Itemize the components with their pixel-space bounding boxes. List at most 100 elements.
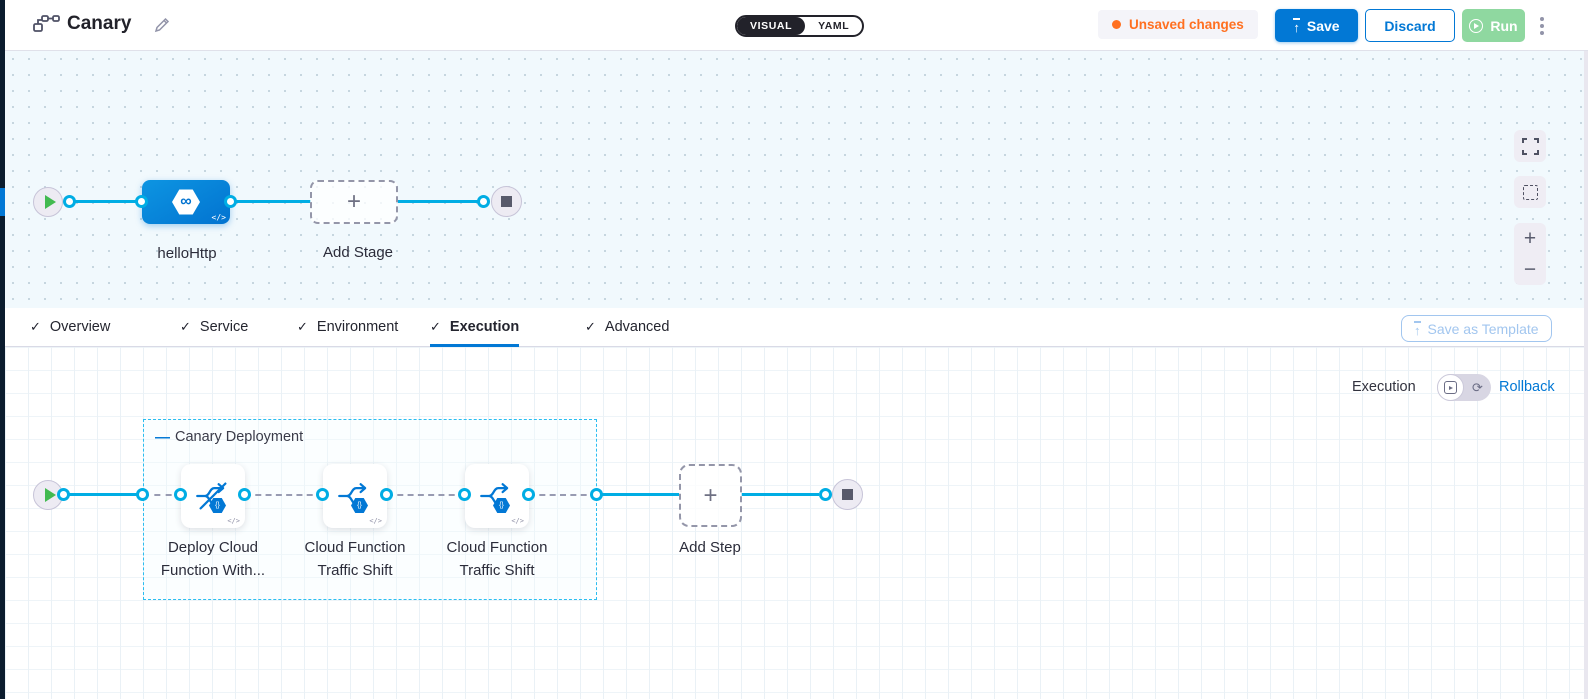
step-node-deploy-cloud-function[interactable]: {} </> xyxy=(181,464,245,528)
left-rail xyxy=(0,0,5,699)
wire-dashed xyxy=(529,494,597,496)
port[interactable] xyxy=(316,488,329,501)
stage-node-hellohttp[interactable]: ∞ </> xyxy=(142,180,230,224)
marquee-icon xyxy=(1522,184,1538,200)
execution-start-node[interactable] xyxy=(33,480,63,510)
code-icon: </> xyxy=(369,517,382,525)
tab-environment[interactable]: ✓ Environment xyxy=(297,319,399,335)
stop-icon xyxy=(501,196,512,207)
wire xyxy=(64,493,144,496)
play-icon xyxy=(44,488,56,502)
tab-service[interactable]: ✓ Service xyxy=(180,319,249,335)
stage-graph-canvas[interactable]: ∞ </> helloHttp + Add Stage + − xyxy=(5,51,1584,308)
template-badge-icon: {} xyxy=(351,498,368,513)
left-rail-active-indicator xyxy=(0,188,5,216)
zoom-out-button[interactable]: − xyxy=(1523,258,1537,281)
tab-advanced[interactable]: ✓ Advanced xyxy=(585,319,670,335)
discard-button[interactable]: Discard xyxy=(1365,9,1455,42)
execution-mode-label: Execution xyxy=(1352,379,1416,395)
toggle-visual[interactable]: VISUAL xyxy=(737,17,806,35)
step-node-traffic-shift-2[interactable]: {} </> xyxy=(465,464,529,528)
more-options-kebab-icon[interactable] xyxy=(1533,15,1551,37)
port[interactable] xyxy=(458,488,471,501)
wire xyxy=(231,200,311,203)
stage-label: helloHttp xyxy=(157,245,217,262)
port[interactable] xyxy=(590,488,603,501)
port[interactable] xyxy=(174,488,187,501)
deploy-stage-icon: ∞ xyxy=(172,189,200,215)
pipeline-title: Canary xyxy=(67,13,132,34)
wire-dashed xyxy=(245,494,323,496)
save-button[interactable]: ↑ Save xyxy=(1275,9,1358,42)
port[interactable] xyxy=(135,195,148,208)
zoom-in-button[interactable]: + xyxy=(1523,227,1537,250)
check-icon: ✓ xyxy=(30,319,41,334)
execution-graph-canvas[interactable]: Execution ⟳ Rollback — Canary Deployment xyxy=(5,347,1584,699)
vertical-scrollbar[interactable] xyxy=(1584,51,1588,699)
zoom-controls: + − xyxy=(1514,223,1546,285)
check-icon: ✓ xyxy=(297,319,308,334)
fullscreen-button[interactable] xyxy=(1514,130,1546,162)
unsaved-dot-icon xyxy=(1112,20,1121,29)
pipeline-end-node[interactable] xyxy=(491,186,522,217)
add-step-label: Add Step xyxy=(679,539,741,556)
stage-tabs-bar: ✓ Overview ✓ Service ✓ Environment ✓ Exe… xyxy=(5,308,1584,347)
port[interactable] xyxy=(522,488,535,501)
wire xyxy=(69,200,143,203)
wire xyxy=(741,493,819,496)
wire-dashed xyxy=(387,494,465,496)
execution-view-icon[interactable] xyxy=(1437,374,1464,401)
step-label: Cloud Function Traffic Shift xyxy=(446,539,548,579)
rollback-view-icon[interactable]: ⟳ xyxy=(1472,380,1483,395)
template-badge-icon: {} xyxy=(209,498,226,513)
stop-icon xyxy=(842,489,853,500)
marquee-select-button[interactable] xyxy=(1514,176,1546,208)
add-stage-button[interactable]: + xyxy=(310,180,398,224)
check-icon: ✓ xyxy=(585,319,596,334)
unsaved-changes-badge: Unsaved changes xyxy=(1098,10,1258,39)
check-icon: ✓ xyxy=(180,319,191,334)
collapse-group-icon[interactable]: — xyxy=(155,428,170,446)
plus-icon: + xyxy=(346,188,361,215)
run-button[interactable]: Run xyxy=(1462,9,1525,42)
step-label: Deploy Cloud Function With... xyxy=(160,539,266,579)
header: Canary VISUAL YAML Unsaved changes ↑ Sav… xyxy=(5,0,1588,51)
group-label: — Canary Deployment xyxy=(155,428,304,446)
port[interactable] xyxy=(477,195,490,208)
visual-yaml-toggle[interactable]: VISUAL YAML xyxy=(735,15,865,37)
template-badge-icon: {} xyxy=(493,498,510,513)
execution-rollback-toggle[interactable]: ⟳ xyxy=(1437,374,1491,401)
port[interactable] xyxy=(819,488,832,501)
run-play-icon xyxy=(1469,18,1484,33)
wire xyxy=(597,493,679,496)
wire xyxy=(397,200,482,203)
port[interactable] xyxy=(238,488,251,501)
edit-pencil-icon[interactable] xyxy=(153,16,171,39)
toggle-yaml[interactable]: YAML xyxy=(818,20,850,32)
tab-execution[interactable]: ✓ Execution xyxy=(430,308,520,347)
pipeline-start-node[interactable] xyxy=(33,187,63,217)
port[interactable] xyxy=(63,195,76,208)
port[interactable] xyxy=(380,488,393,501)
save-upload-icon: ↑ xyxy=(1293,17,1300,35)
fullscreen-icon xyxy=(1521,137,1539,155)
plus-icon: + xyxy=(703,481,718,509)
tab-overview[interactable]: ✓ Overview xyxy=(30,319,111,335)
port[interactable] xyxy=(224,195,237,208)
pipeline-icon xyxy=(32,14,60,43)
add-stage-label: Add Stage xyxy=(322,244,394,261)
add-step-button[interactable]: + xyxy=(679,464,742,527)
save-as-template-button[interactable]: ↑ Save as Template xyxy=(1401,315,1552,342)
port[interactable] xyxy=(57,488,70,501)
template-upload-icon: ↑ xyxy=(1414,320,1421,338)
code-icon: </> xyxy=(211,213,226,222)
code-icon: </> xyxy=(511,517,524,525)
wire-dashed xyxy=(143,494,183,496)
step-node-traffic-shift-1[interactable]: {} </> xyxy=(323,464,387,528)
port[interactable] xyxy=(136,488,149,501)
play-icon xyxy=(44,195,56,209)
step-label: Cloud Function Traffic Shift xyxy=(304,539,406,579)
rollback-link[interactable]: Rollback xyxy=(1499,379,1555,395)
execution-end-node[interactable] xyxy=(832,479,863,510)
